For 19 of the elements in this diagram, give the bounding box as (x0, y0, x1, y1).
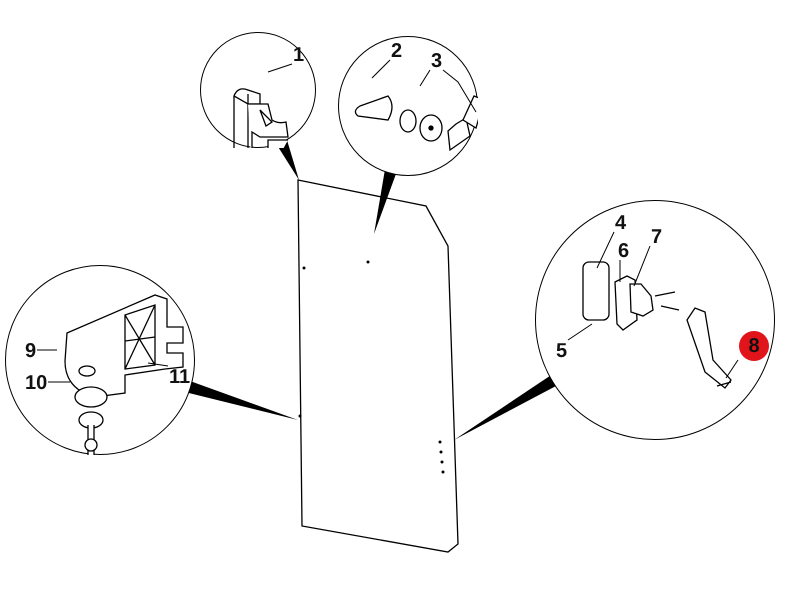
callout-number: 10 (25, 373, 48, 393)
leader-line (596, 232, 614, 268)
leader-line (442, 70, 476, 112)
leader-line (372, 60, 390, 78)
callout-number: 6 (618, 241, 630, 261)
leader-line (268, 64, 292, 72)
callout-number: 11 (169, 367, 190, 387)
callout-number: 5 (556, 341, 568, 361)
callout-number: 9 (25, 341, 36, 361)
leader-line (148, 362, 168, 366)
leader-line (726, 360, 738, 378)
leader-line (420, 70, 430, 86)
callout-number: 7 (651, 227, 662, 247)
leader-line (568, 324, 592, 340)
callout-number: 3 (431, 51, 442, 71)
callout-number: 1 (293, 45, 304, 65)
highlighted-callout-number: 8 (739, 331, 769, 361)
callout-number: 4 (615, 213, 626, 233)
callout-number: 2 (391, 41, 402, 61)
